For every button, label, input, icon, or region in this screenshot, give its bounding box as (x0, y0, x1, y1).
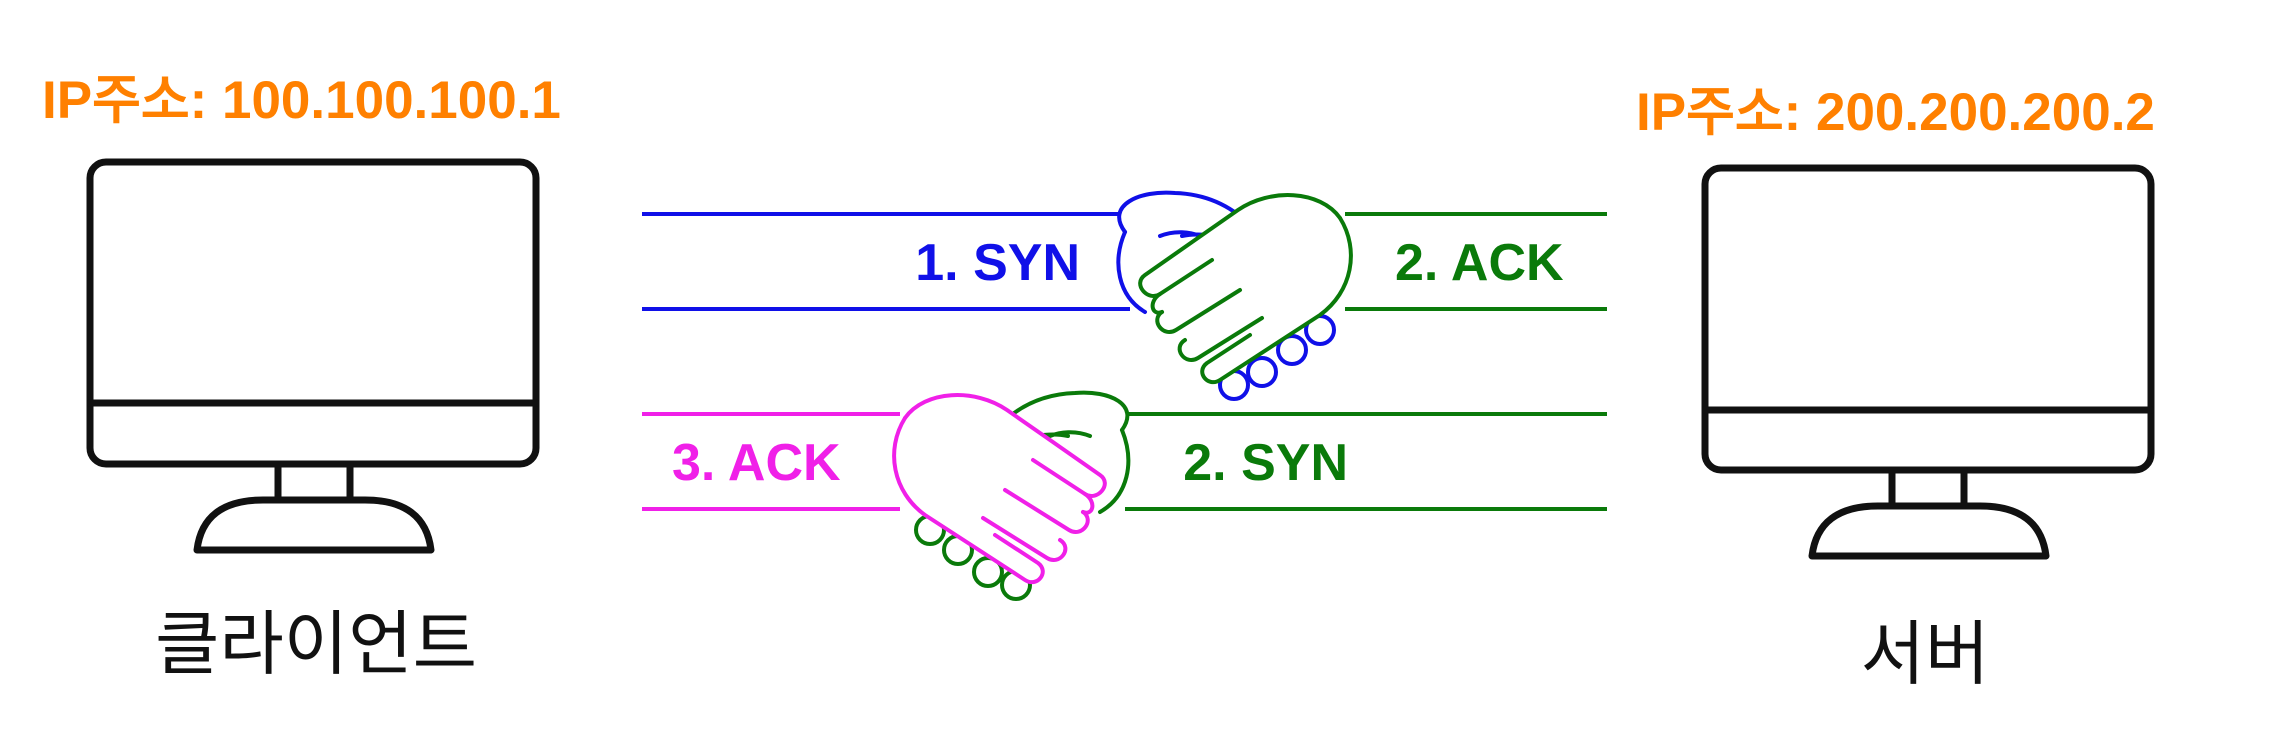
top-handshake-icon (1116, 190, 1353, 401)
bottom-handshake-lines (642, 412, 1607, 511)
bottom-handshake-icon (892, 390, 1131, 601)
top-handshake-lines (642, 212, 1607, 311)
client-ip-label: IP주소: 100.100.100.1 (42, 71, 561, 130)
server-name: 서버 (1861, 615, 1990, 693)
client-name: 클라이언트 (155, 605, 477, 683)
bottom-left-label: 3. ACK (672, 434, 841, 492)
top-left-label: 1. SYN (915, 234, 1080, 292)
server-ip-label: IP주소: 200.200.200.2 (1636, 83, 2155, 142)
bottom-right-label: 2. SYN (1183, 434, 1348, 492)
client-monitor-icon (86, 158, 540, 554)
top-right-label: 2. ACK (1395, 234, 1564, 292)
server-monitor-icon (1701, 164, 2155, 560)
